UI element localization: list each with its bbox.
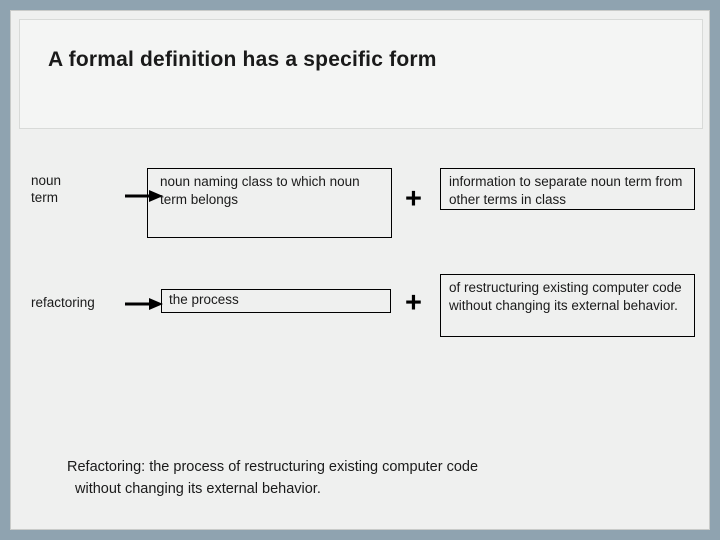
arrow-right-icon [125,190,163,202]
summary-line-1: Refactoring: the process of restructurin… [67,459,479,475]
summary-line-2: without changing its external behavior. [75,480,321,497]
row1-genus-text: noun naming class to which noun term bel… [160,174,360,207]
row1-differentia-text: information to separate noun term from o… [449,174,683,207]
row1-genus-box: noun naming class to which noun term bel… [147,168,392,238]
row1-term-label: noun term [31,173,61,207]
title-placeholder: A formal definition has a specific form [19,19,703,129]
row1-differentia-box: information to separate noun term from o… [440,168,695,210]
row2-differentia-text: of restructuring existing computer code … [449,280,682,314]
slide-body: noun term noun naming class to which nou… [19,135,703,523]
row1-term-line2: term [31,189,58,205]
row1-plus-sign: + [405,183,422,215]
arrow-right-icon-2 [125,298,163,310]
row2-genus-text: the process [169,292,239,307]
row2-term-label: refactoring [31,295,95,310]
summary-text: Refactoring: the process of restructurin… [67,457,657,501]
row1-term-line1: noun [31,173,62,188]
row2-differentia-box: of restructuring existing computer code … [440,274,695,337]
page-title: A formal definition has a specific form [48,48,437,71]
slide: A formal definition has a specific form … [10,10,710,530]
row2-plus-sign: + [405,287,422,319]
row2-genus-box: the process [161,289,391,313]
